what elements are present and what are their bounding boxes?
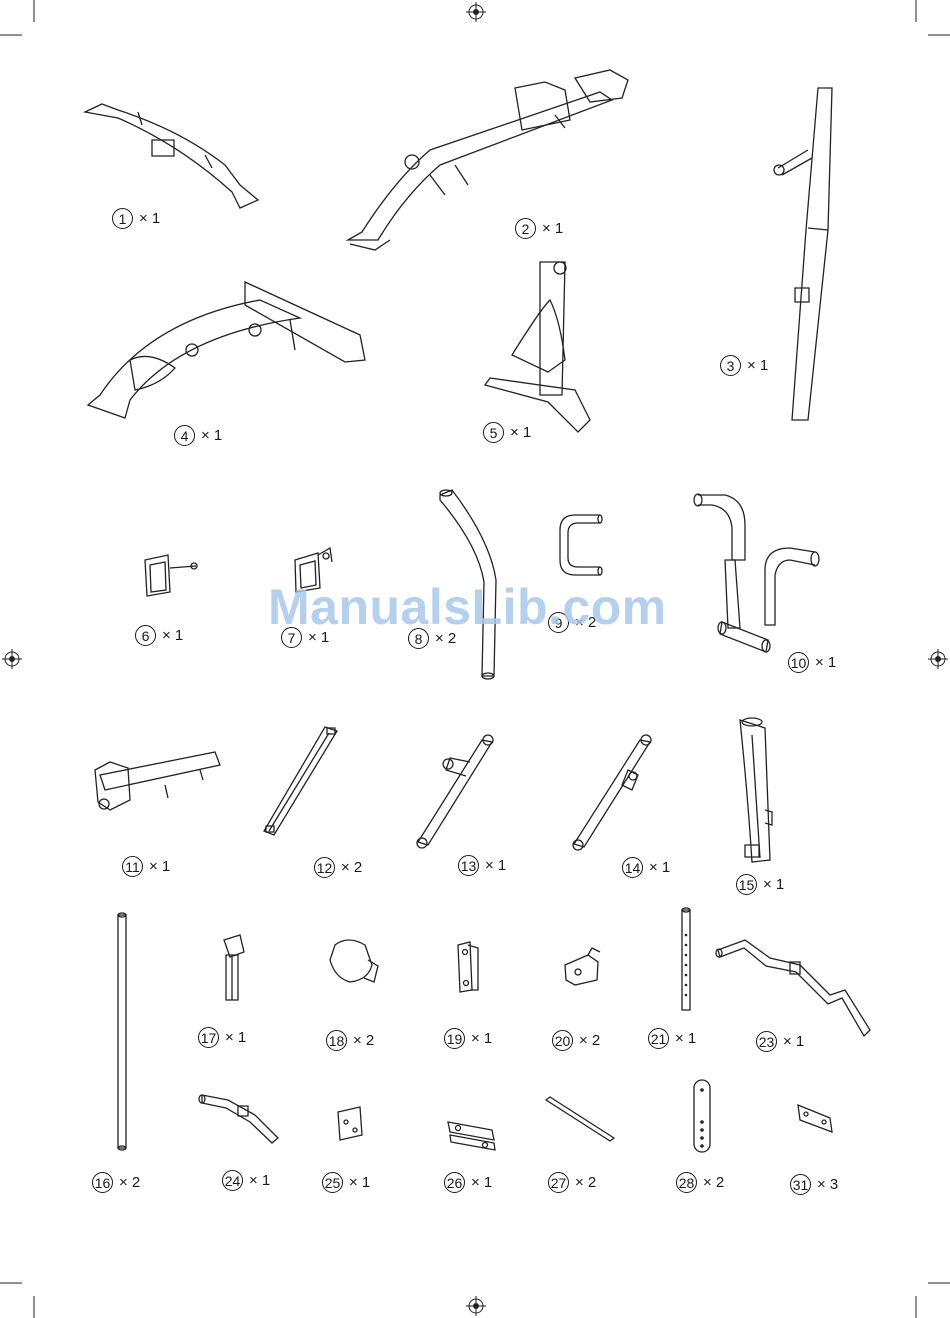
part-31-label: 31 × 3 [790,1174,838,1195]
watermark: ManualsLib.com [268,578,667,636]
part-number: 31 [790,1174,811,1195]
part-quantity: × 3 [817,1176,838,1193]
